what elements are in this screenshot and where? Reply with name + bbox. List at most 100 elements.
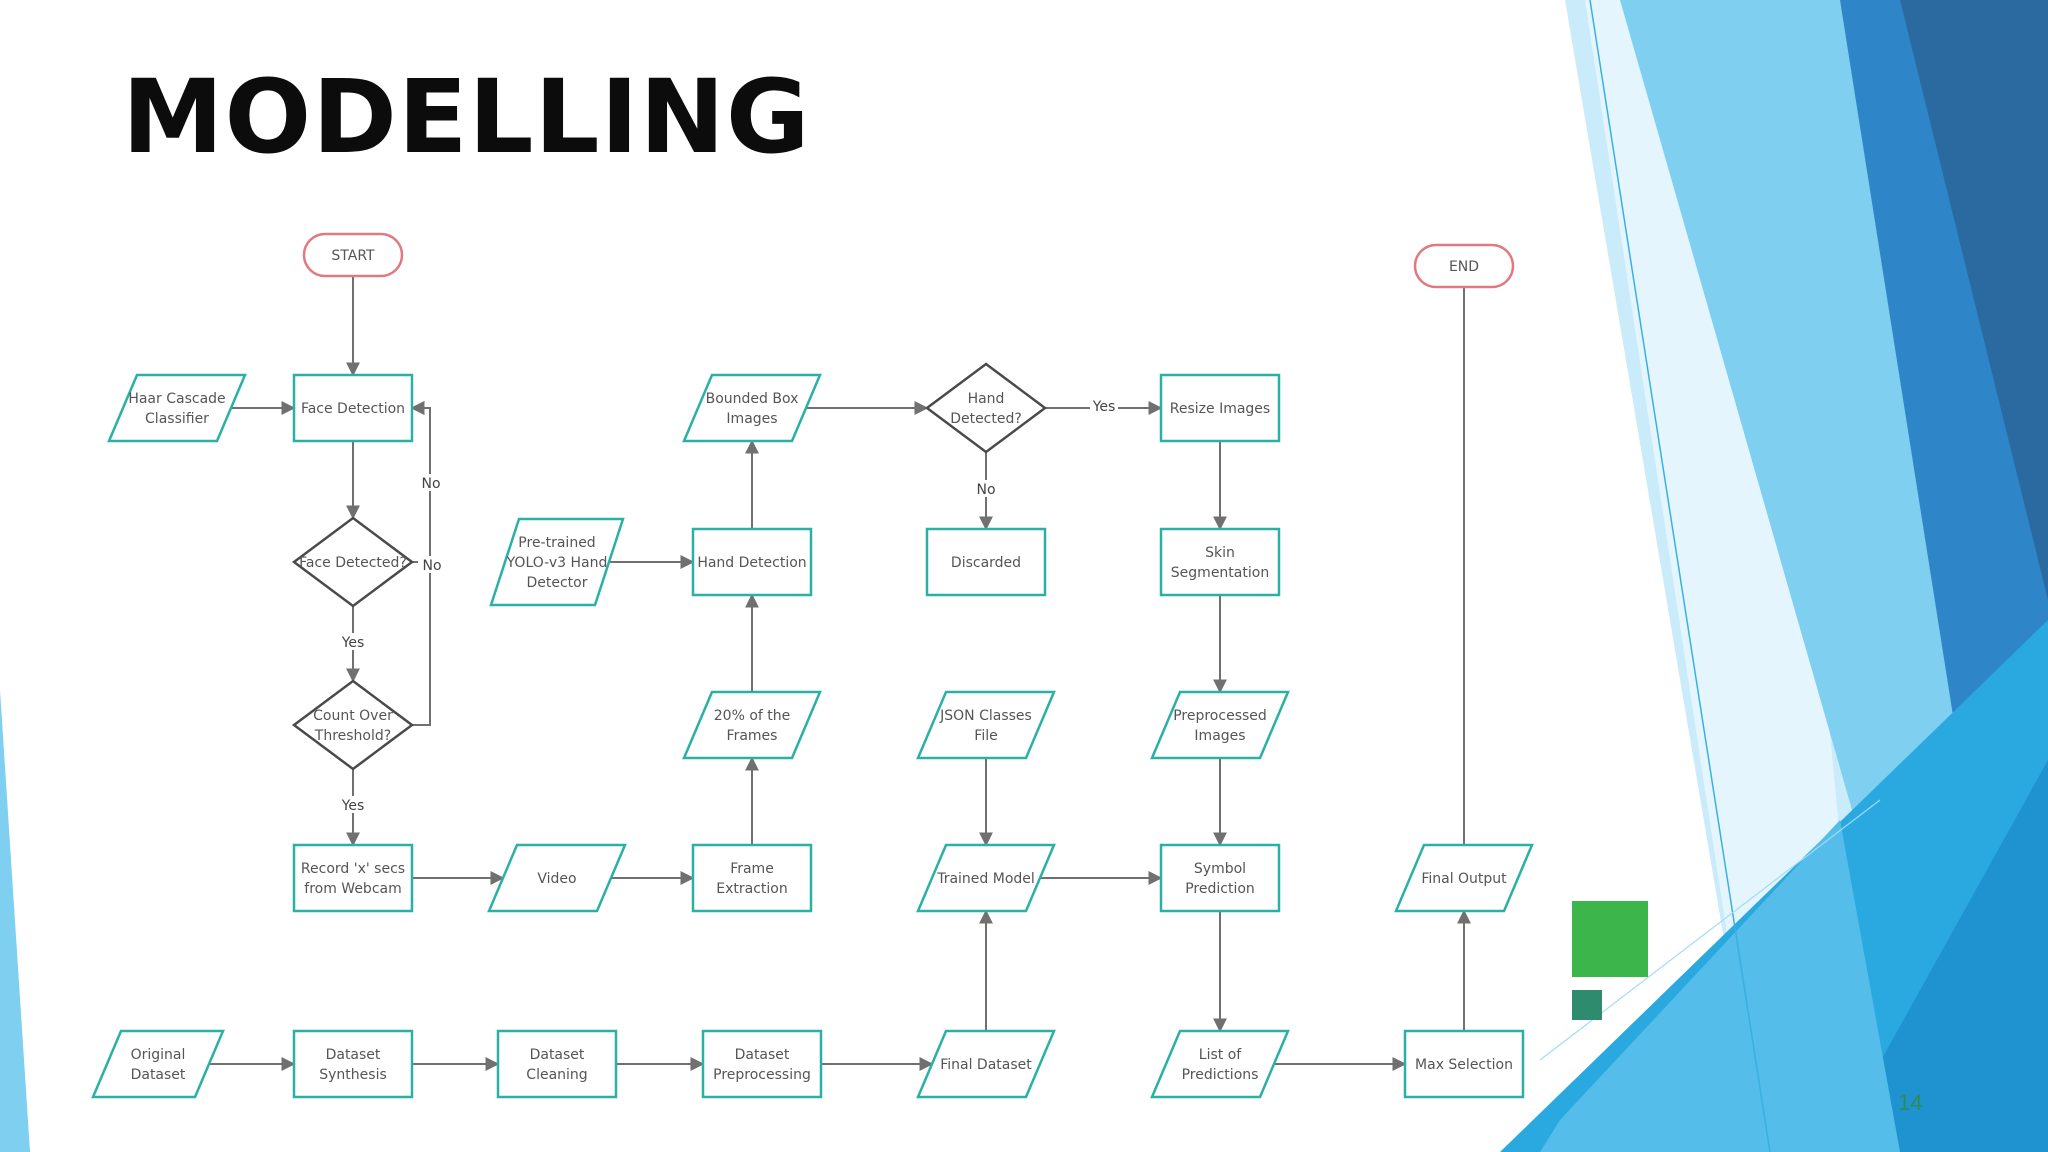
node-shape (916, 843, 1056, 913)
slide-title: MODELLING (122, 58, 811, 177)
edge-label-bg (972, 480, 1000, 497)
node-shape (292, 843, 414, 913)
edge-label: Yes (1092, 399, 1116, 415)
node-label: Pre-trained (518, 535, 595, 551)
node-shape (1159, 373, 1281, 443)
edge-label-bg (418, 556, 446, 573)
node-label: Images (1194, 728, 1245, 744)
node-label: Detected? (950, 411, 1022, 427)
node-label: Haar Cascade (128, 391, 225, 407)
node-shape (1150, 690, 1290, 760)
node-shape (701, 1029, 823, 1099)
node-face-q: Face Detected? (291, 516, 415, 608)
node-shape (292, 373, 414, 443)
edge-label-bg (339, 633, 367, 650)
node-label: Segmentation (1171, 565, 1269, 581)
node-label: Symbol (1194, 861, 1246, 877)
node-final-out: Final Output (1394, 843, 1534, 913)
node-shape (682, 373, 822, 443)
node-shape (489, 517, 625, 607)
node-label: Count Over (313, 708, 393, 724)
edge-label-bg (1090, 397, 1118, 414)
node-shape (1159, 527, 1281, 597)
node-shape (1413, 243, 1515, 289)
node-shape (1394, 843, 1534, 913)
node-label: Detector (526, 575, 587, 591)
node-label: END (1449, 259, 1479, 275)
node-shape (924, 362, 1048, 454)
node-label: START (331, 248, 375, 264)
node-label: YOLO-v3 Hand (506, 555, 608, 571)
node-label: Trained Model (936, 871, 1035, 887)
node-trained: Trained Model (916, 843, 1056, 913)
node-final-ds: Final Dataset (916, 1029, 1056, 1099)
node-shape (916, 1029, 1056, 1099)
node-end: END (1413, 243, 1515, 289)
green-square (1572, 901, 1648, 977)
node-label: Classifier (145, 411, 209, 427)
node-label: Images (726, 411, 777, 427)
node-label: Final Dataset (940, 1057, 1032, 1073)
edge-label: No (976, 482, 995, 498)
deco-shape-bottom-light (1540, 820, 1900, 1152)
node-shape (1159, 843, 1281, 913)
node-label: Frames (727, 728, 778, 744)
node-label: Hand (968, 391, 1005, 407)
node-face-det: Face Detection (292, 373, 414, 443)
node-label: Resize Images (1170, 401, 1270, 417)
edge-label: No (421, 476, 440, 492)
node-shape (682, 690, 822, 760)
node-shape (916, 690, 1056, 760)
deco-shape-bottom-deep (1830, 760, 2048, 1152)
node-shape (1403, 1029, 1525, 1099)
edge-label-bg (417, 474, 445, 491)
deco-shape-dark (1900, 0, 2048, 600)
node-label: File (974, 728, 997, 744)
edge-label: Yes (341, 798, 365, 814)
node-label: Extraction (716, 881, 787, 897)
edge-label-bg (339, 796, 367, 813)
node-label: Hand Detection (697, 555, 806, 571)
node-label: Final Output (1421, 871, 1507, 887)
node-label: Frame (730, 861, 774, 877)
node-label: JSON Classes (939, 708, 1032, 724)
node-video: Video (487, 843, 627, 913)
node-label: Threshold? (314, 728, 391, 744)
deco-left-sliver (0, 690, 30, 1152)
node-label: Record 'x' secs (301, 861, 405, 877)
node-label: Dataset (530, 1047, 585, 1063)
node-shape (91, 1029, 225, 1099)
node-hand-det: Hand Detection (691, 527, 813, 597)
node-discarded: Discarded (925, 527, 1047, 597)
node-shape (496, 1029, 618, 1099)
node-label: 20% of the (714, 708, 791, 724)
node-label: Face Detection (301, 401, 405, 417)
node-label: Preprocessed (1173, 708, 1267, 724)
node-shape (925, 527, 1047, 597)
node-shape (291, 679, 415, 771)
teal-square (1572, 990, 1602, 1020)
node-shape (691, 527, 813, 597)
node-start: START (302, 232, 404, 278)
node-shape (1150, 1029, 1290, 1099)
deco-line (1589, 0, 1771, 1152)
node-label: Predictions (1182, 1067, 1259, 1083)
edge-label: Yes (341, 635, 365, 651)
node-shape (291, 516, 415, 608)
node-resize: Resize Images (1159, 373, 1281, 443)
node-label: Discarded (951, 555, 1021, 571)
